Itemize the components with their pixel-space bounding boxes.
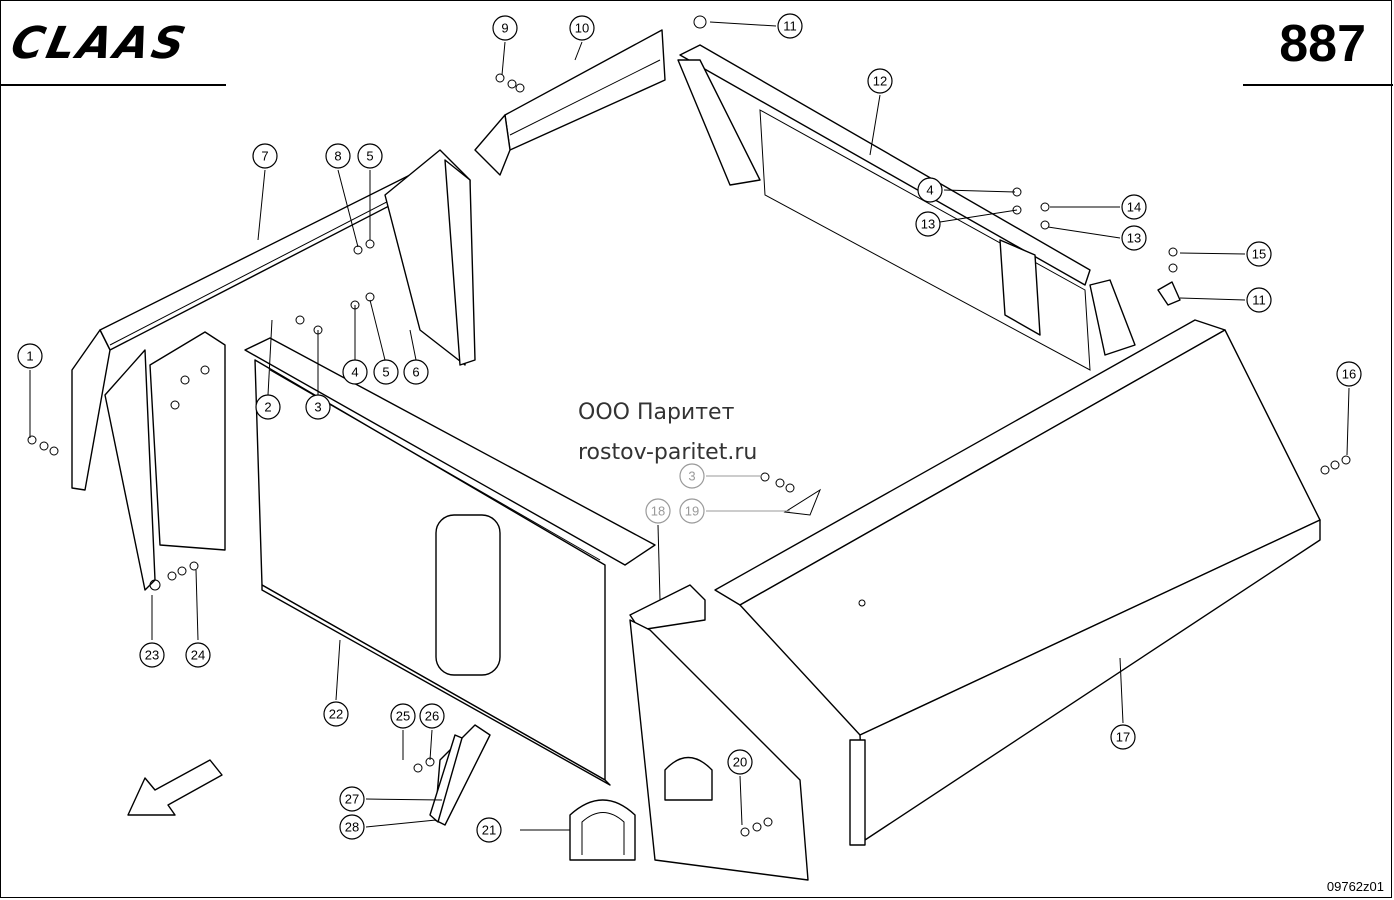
header-rule-left [0,84,226,86]
callout-4-left: 4 [342,359,368,385]
svg-text:7: 7 [261,149,268,164]
callout-23: 23 [139,642,165,668]
svg-text:21: 21 [482,823,496,838]
svg-text:13: 13 [1127,231,1141,246]
svg-text:14: 14 [1127,200,1141,215]
callout-24: 24 [185,642,211,668]
callout-26: 26 [419,703,445,729]
svg-text:25: 25 [396,709,410,724]
svg-text:4: 4 [351,365,358,380]
svg-text:23: 23 [145,648,159,663]
svg-text:24: 24 [191,648,205,663]
svg-text:26: 26 [425,709,439,724]
svg-text:22: 22 [329,707,343,722]
part-23-left-panel [104,331,226,591]
part-22-main-panel [244,337,656,786]
callout-11-top: 11 [777,13,803,39]
part-6-vertical-panel [384,149,476,366]
part-17-large-cover [714,319,1321,846]
leader-lines [29,21,1350,831]
callout-4-right: 4 [917,177,943,203]
svg-text:6: 6 [412,365,419,380]
callout-8: 8 [325,143,351,169]
callout-16: 16 [1336,361,1362,387]
callout-5-upper: 5 [357,143,383,169]
part-12-rear-frame [677,44,1136,371]
callout-28: 28 [339,814,365,840]
svg-text:19: 19 [685,504,699,519]
part-10-bracket [474,29,666,176]
part-18-lower-panel [629,584,809,881]
callout-10: 10 [569,15,595,41]
callout-3-faded: 3 [679,463,705,489]
svg-text:5: 5 [382,365,389,380]
callout-1: 1 [17,343,43,369]
svg-text:11: 11 [1252,293,1266,308]
svg-text:15: 15 [1252,247,1266,262]
svg-text:13: 13 [921,217,935,232]
drawing-code: 09762z01 [1326,879,1384,894]
callout-27: 27 [339,786,365,812]
callout-19: 19 [679,498,705,524]
callout-25: 25 [390,703,416,729]
part-7-side-rail [71,174,421,491]
callout-18: 18 [645,498,671,524]
svg-text:28: 28 [345,820,359,835]
svg-text:20: 20 [733,755,747,770]
svg-text:10: 10 [575,21,589,36]
svg-text:9: 9 [501,21,508,36]
watermark-site: rostov-paritet.ru [578,440,758,465]
callout-22: 22 [323,701,349,727]
callout-9: 9 [492,15,518,41]
part-27-28-strip [429,724,491,826]
brand-logo: CLAAS [6,18,193,69]
svg-text:8: 8 [334,149,341,164]
svg-text:12: 12 [873,74,887,89]
callout-13-right: 13 [1121,225,1147,251]
callout-5-lower: 5 [373,359,399,385]
callout-21: 21 [476,817,502,843]
direction-arrow-icon [127,759,223,816]
page-number: 887 [1279,15,1366,73]
svg-text:1: 1 [26,349,33,364]
callout-11-right: 11 [1246,287,1272,313]
svg-text:18: 18 [651,504,665,519]
callout-12: 12 [867,68,893,94]
header-rule-right [1243,84,1393,86]
svg-text:11: 11 [783,19,797,34]
callout-15: 15 [1246,241,1272,267]
watermark-company: ООО Паритет [578,400,735,425]
svg-text:16: 16 [1342,367,1356,382]
svg-text:2: 2 [264,400,271,415]
callout-20: 20 [727,749,753,775]
svg-text:27: 27 [345,792,359,807]
svg-text:3: 3 [314,400,321,415]
callout-13-left: 13 [915,211,941,237]
svg-text:3: 3 [688,469,695,484]
callout-3: 3 [305,394,331,420]
svg-text:4: 4 [926,183,933,198]
svg-text:5: 5 [366,149,373,164]
svg-text:17: 17 [1116,730,1130,745]
callout-6: 6 [403,359,429,385]
callout-17: 17 [1110,724,1136,750]
callout-2: 2 [255,394,281,420]
part-21-holder [569,799,636,861]
fasteners [27,15,1351,837]
callout-14: 14 [1121,194,1147,220]
callout-7: 7 [252,143,278,169]
